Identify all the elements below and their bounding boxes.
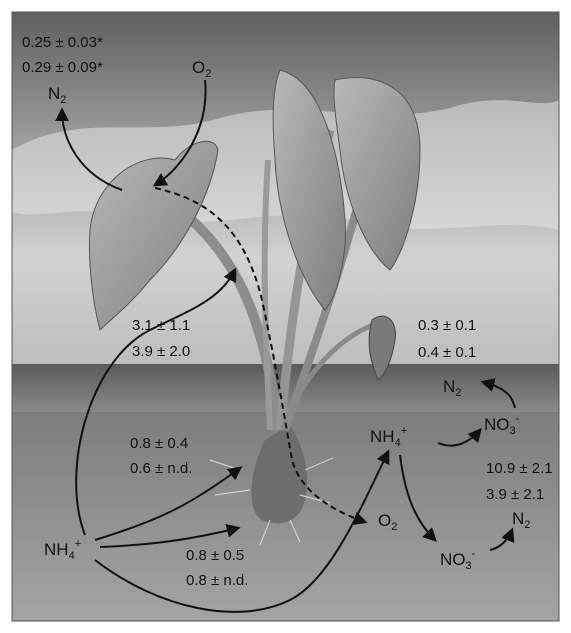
plant-uptake-flux-line1: 3.1 ± 1.1 bbox=[132, 317, 190, 334]
water-flux-line2: 0.4 ± 0.1 bbox=[418, 344, 476, 361]
atm-flux-line1: 0.25 ± 0.03* bbox=[22, 34, 103, 51]
plant-uptake-flux-line2: 3.9 ± 2.0 bbox=[132, 343, 190, 360]
water-flux-line1: 0.3 ± 0.1 bbox=[418, 317, 476, 334]
denit-flux-line2: 3.9 ± 2.1 bbox=[486, 486, 544, 503]
root-flux-line2: 0.6 ± n.d. bbox=[130, 460, 192, 477]
root-flux-line1: 0.8 ± 0.4 bbox=[130, 435, 188, 452]
atm-flux-line2: 0.29 ± 0.09* bbox=[22, 59, 103, 76]
sediment-flux-line1: 0.8 ± 0.5 bbox=[186, 547, 244, 564]
denit-flux-line1: 10.9 ± 2.1 bbox=[486, 460, 553, 477]
sediment-flux-line2: 0.8 ± n.d. bbox=[186, 572, 248, 589]
